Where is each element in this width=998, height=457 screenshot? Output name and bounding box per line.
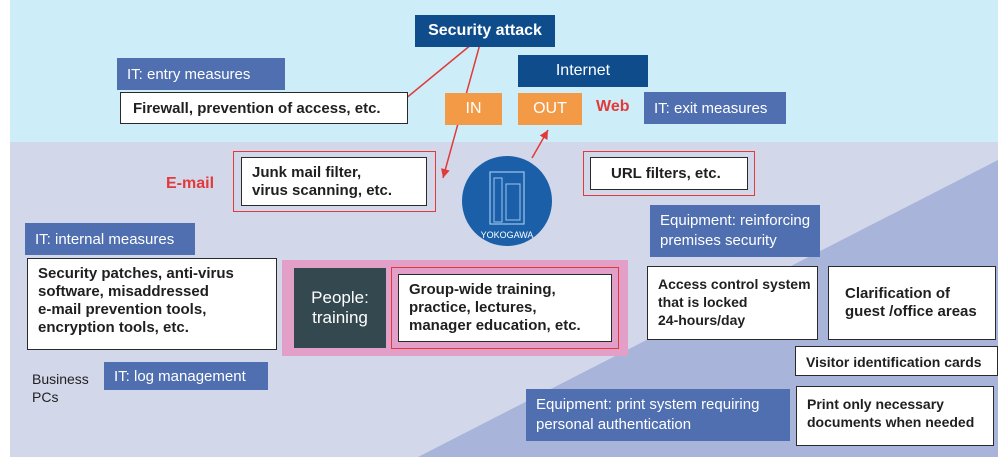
out-arrow xyxy=(531,129,549,159)
business-pcs-label: Business PCs xyxy=(32,371,89,405)
url-filter-box: URL filters, etc. xyxy=(590,157,748,190)
equipment-premises-label: Equipment: reinforcing premises security xyxy=(650,205,820,257)
people-training-label: People: training xyxy=(294,268,386,348)
access-control-box: Access control system that is locked 24-… xyxy=(647,266,818,340)
out-label: OUT xyxy=(518,93,582,125)
training-box: Group-wide training, practice, lectures,… xyxy=(398,274,612,342)
it-log-management-label: IT: log management xyxy=(104,362,268,390)
diagram: Security attack Internet IT: entry measu… xyxy=(10,0,998,457)
email-filter-frame: Junk mail filter, virus scanning, etc. xyxy=(233,151,436,212)
it-internal-measures-label: IT: internal measures xyxy=(25,223,195,255)
internet-label: Internet xyxy=(518,55,648,87)
training-frame: Group-wide training, practice, lectures,… xyxy=(391,267,619,349)
yokogawa-logo-circle: YOKOGAWA xyxy=(462,156,552,246)
in-label: IN xyxy=(445,93,502,125)
it-entry-measures-label: IT: entry measures xyxy=(117,58,285,90)
equipment-print-label: Equipment: print system requiring person… xyxy=(526,389,790,441)
email-filter-box: Junk mail filter, virus scanning, etc. xyxy=(241,157,427,206)
guest-office-box: Clarification of guest /office areas xyxy=(828,266,996,340)
internal-measures-box: Security patches, anti-virus software, m… xyxy=(27,258,277,350)
security-attack-label: Security attack xyxy=(415,15,555,47)
firewall-box: Firewall, prevention of access, etc. xyxy=(120,92,408,124)
yokogawa-logo-text: YOKOGAWA xyxy=(480,230,534,240)
visitor-cards-box: Visitor identification cards xyxy=(795,346,998,376)
web-label: Web xyxy=(596,98,630,115)
building-icon xyxy=(489,171,525,225)
url-filter-frame: URL filters, etc. xyxy=(583,151,755,196)
it-exit-measures-label: IT: exit measures xyxy=(644,92,786,124)
email-label: E-mail xyxy=(166,175,215,192)
print-documents-box: Print only necessary documents when need… xyxy=(796,386,994,446)
